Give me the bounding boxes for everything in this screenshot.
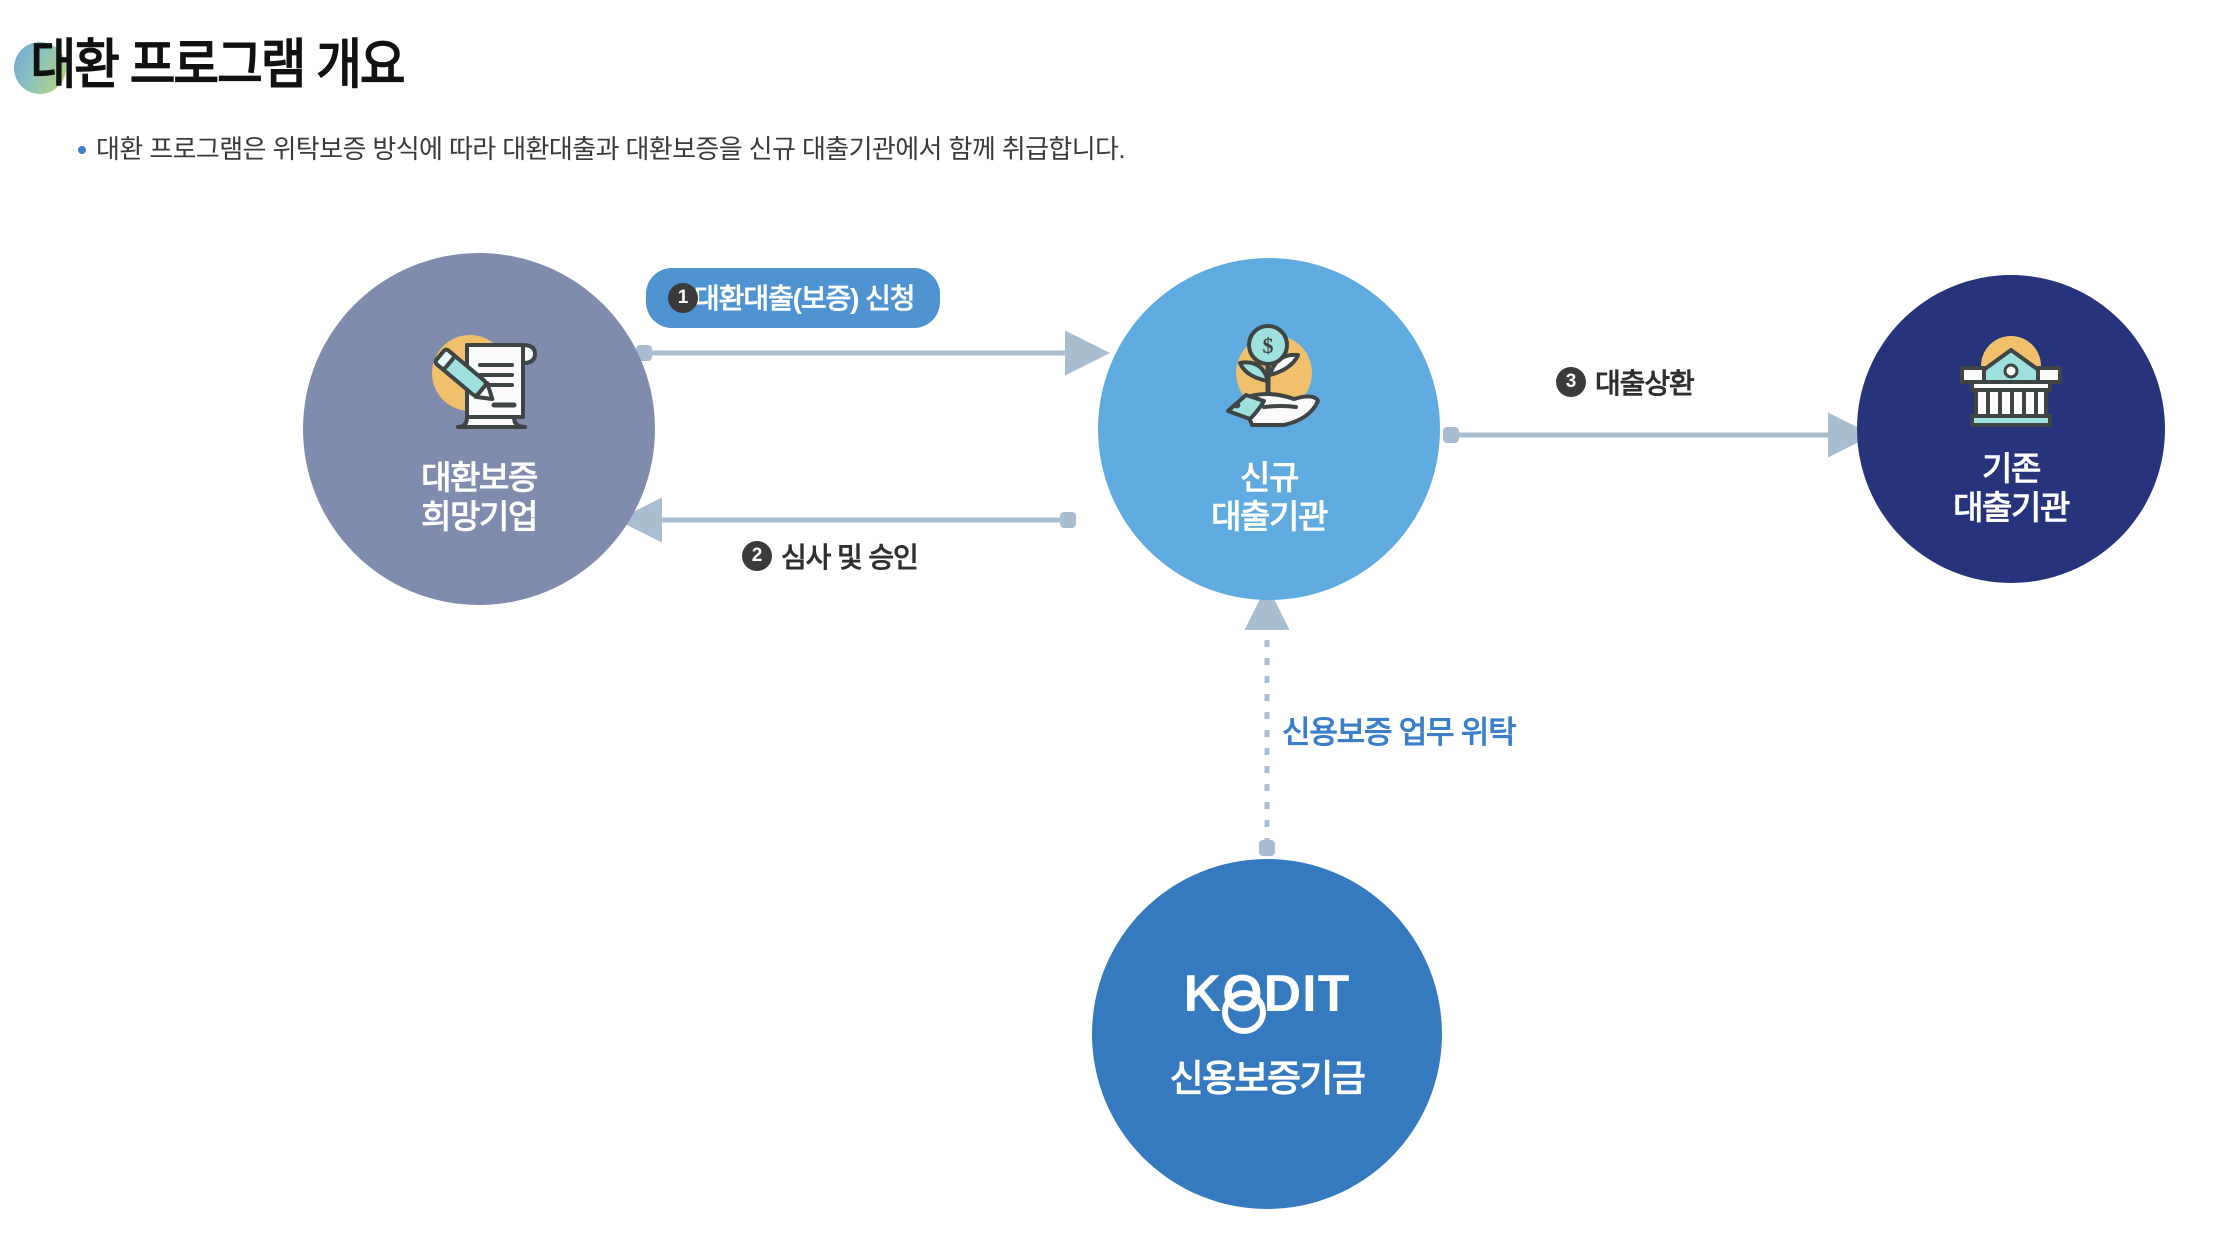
node-company[interactable]: 대환보증 희망기업: [303, 253, 655, 605]
node-new-lender-label: 신규 대출기관: [1211, 458, 1328, 535]
title-block: 대환 프로그램 개요: [14, 22, 437, 94]
node-new-lender[interactable]: $ 신규 대출기관: [1098, 258, 1440, 600]
step-1-text: 대환대출(보증) 신청: [694, 283, 916, 314]
edge-label-step-3: 3 대출상환: [1556, 362, 1695, 402]
bullet-point-icon: [78, 146, 86, 154]
page-header: 대환 프로그램 개요 대환 프로그램은 위탁보증 방식에 따라 대환대출과 대환…: [0, 0, 2222, 190]
step-badge-3: 3: [1556, 367, 1586, 397]
node-company-label: 대환보증 희망기업: [421, 458, 538, 535]
step-2-text: 심사 및 승인: [781, 542, 919, 573]
step-badge-2: 2: [742, 541, 772, 571]
node-existing-lender[interactable]: 기존 대출기관: [1857, 275, 2165, 583]
page-title: 대환 프로그램 개요: [30, 35, 406, 95]
bank-building-icon: [1956, 332, 2066, 437]
connector-delegate: [1244, 585, 1290, 856]
edge-label-step-2: 2 심사 및 승인: [742, 536, 919, 576]
node-kodit-label: 신용보증기금: [1169, 1058, 1366, 1099]
node-existing-lender-label: 기존 대출기관: [1953, 449, 2070, 526]
subtitle-row: 대환 프로그램은 위탁보증 방식에 따라 대환대출과 대환보증을 신규 대출기관…: [78, 132, 1126, 166]
kodit-ring-icon: [1221, 990, 1266, 1034]
money-plant-hand-icon: $: [1206, 323, 1332, 446]
step-badge-1: 1: [668, 283, 698, 313]
edge-label-step-1: 1 대환대출(보증) 신청: [646, 268, 941, 328]
contract-signing-icon: [415, 323, 543, 446]
kodit-logo-text: KODIT: [1183, 965, 1351, 1023]
connector-step-2: [617, 497, 1076, 543]
connector-step-3: [1443, 412, 1873, 458]
title-gradient-dot-icon: [14, 42, 66, 94]
edge-label-delegate: 신용보증 업무 위탁: [1282, 715, 1517, 750]
connector-step-1: [636, 330, 1110, 376]
kodit-logo: KODIT: [1183, 965, 1351, 1034]
step-3-text: 대출상환: [1595, 368, 1695, 399]
node-kodit[interactable]: KODIT 신용보증기금: [1092, 859, 1442, 1209]
svg-text:$: $: [1263, 333, 1274, 358]
subtitle-text: 대환 프로그램은 위탁보증 방식에 따라 대환대출과 대환보증을 신규 대출기관…: [96, 134, 1126, 164]
